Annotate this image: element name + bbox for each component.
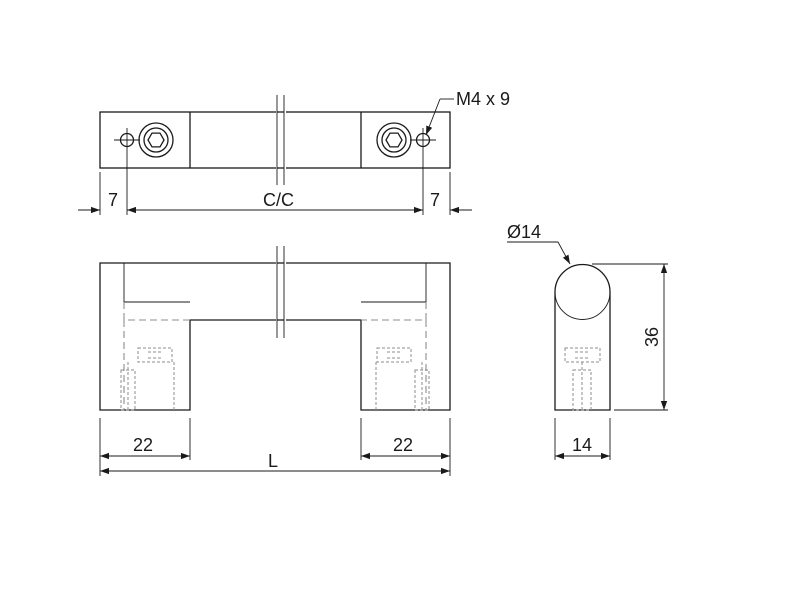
top-view-break-symbol	[276, 95, 286, 185]
side-view-rounding-edge	[554, 291, 611, 320]
overall-length-dimension: L	[268, 451, 278, 471]
side-view-hidden-features	[564, 347, 601, 412]
foot-left-dimension: 22	[133, 435, 153, 455]
foot-right-dimension: 22	[393, 435, 413, 455]
side-view-outline	[554, 263, 611, 411]
front-view-outline	[99, 262, 451, 411]
height-dimension-group: 36	[592, 263, 668, 411]
center-to-center-dimension: C/C	[263, 190, 294, 210]
front-view-left-shoulder	[123, 263, 190, 303]
front-view-break-symbol	[276, 246, 286, 338]
right-foot-hidden-features	[361, 302, 430, 412]
top-view-outline	[99, 111, 451, 169]
front-dimension-rows: 22 22 L	[99, 418, 451, 476]
diameter-dimension: Ø14	[507, 222, 541, 242]
front-view-right-shoulder	[361, 263, 427, 303]
top-dimension-row: 7 C/C 7	[78, 172, 472, 215]
thread-callout: M4 x 9	[425, 89, 510, 136]
front-view	[99, 246, 451, 412]
left-socket-screw	[138, 122, 174, 158]
depth-dimension: 14	[572, 435, 592, 455]
thread-callout-label: M4 x 9	[456, 89, 510, 109]
top-view	[99, 95, 451, 215]
height-dimension: 36	[642, 327, 662, 347]
right-socket-screw	[376, 122, 412, 158]
edge-right-dimension: 7	[430, 190, 440, 210]
side-view	[554, 263, 611, 412]
diameter-callout: Ø14	[507, 222, 571, 265]
depth-dimension-group: 14	[554, 418, 611, 460]
left-foot-hidden-features	[120, 302, 190, 412]
edge-left-dimension: 7	[108, 190, 118, 210]
